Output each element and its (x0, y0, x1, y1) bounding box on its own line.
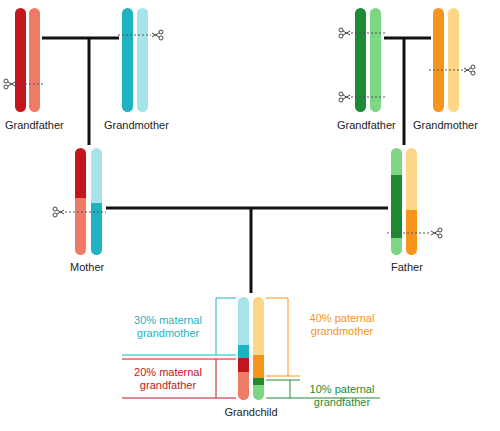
share-label: 40% paternal grandmother (296, 312, 388, 338)
scissors-symbol (339, 28, 350, 38)
chromosome-segment (391, 175, 402, 238)
person-label: Grandfather (337, 119, 412, 132)
share-bracket (122, 359, 236, 398)
scissors-handle (53, 213, 57, 217)
chromosome-segment (238, 297, 249, 345)
cut-lines (17, 33, 463, 233)
chromosome-segment (75, 148, 86, 198)
scissors-blade (8, 82, 15, 86)
chromosome (253, 297, 264, 400)
chromosome-segment (253, 355, 264, 378)
chromosome (137, 8, 148, 112)
scissors-handle (53, 207, 57, 211)
scissors-blade (343, 95, 350, 99)
chromosome (75, 148, 86, 255)
cut-line (65, 212, 106, 213)
descent-line (250, 208, 253, 293)
share-bracket (122, 298, 236, 355)
cut-line (118, 35, 151, 36)
chromosome (433, 8, 444, 112)
share-bracket (266, 298, 300, 376)
scissors-blade (431, 231, 438, 235)
scissors-symbol (152, 30, 163, 40)
scissors-blade (57, 210, 64, 214)
chromosome (122, 8, 133, 112)
scissors-symbol (431, 228, 442, 238)
chromosome (29, 8, 40, 112)
person-label: Grandmother (413, 119, 488, 132)
cut-line (429, 70, 463, 71)
pair-line (384, 37, 431, 40)
scissors-blade (464, 68, 471, 72)
chromosome (406, 148, 417, 255)
chromosome (448, 8, 459, 112)
scissors-blade (57, 210, 64, 214)
scissors-handle (4, 79, 8, 83)
chromosome-segment (91, 148, 102, 203)
pair-line (42, 37, 119, 40)
cut-line (17, 84, 44, 85)
scissors-handle (339, 28, 343, 32)
chromosome-segment (253, 385, 264, 400)
cut-line (351, 97, 385, 98)
chromosome-segment (391, 148, 402, 175)
chromosome (355, 8, 366, 112)
scissors-blade (431, 231, 438, 235)
scissors-blade (343, 95, 350, 99)
scissors-blade (152, 33, 159, 37)
cut-line (387, 233, 430, 234)
scissors-handle (339, 98, 343, 102)
scissors-handle (159, 30, 163, 34)
scissors-handle (159, 36, 163, 40)
chromosome-segment (238, 372, 249, 400)
chromosome-segment (238, 358, 249, 372)
chromosome (391, 148, 402, 255)
scissors-symbol (4, 79, 15, 89)
chromosome (238, 297, 249, 400)
descent-line (403, 38, 406, 145)
scissors-handle (4, 85, 8, 89)
share-label: 30% maternal grandmother (122, 314, 214, 340)
person-label: Grandmother (104, 119, 179, 132)
chromosome-segment (238, 345, 249, 358)
descent-line (88, 38, 91, 145)
chromosome-segment (253, 297, 264, 355)
chromosome (15, 8, 26, 112)
person-label: Father (391, 261, 451, 274)
scissors-blade (8, 82, 15, 86)
person-label: Grandchild (205, 406, 297, 419)
person-label: Grandfather (5, 119, 80, 132)
share-label: 10% paternal grandfather (296, 383, 388, 409)
cut-line (351, 33, 385, 34)
chromosome (91, 148, 102, 255)
share-label: 20% maternal grandfather (122, 366, 214, 392)
scissors-symbol (339, 92, 350, 102)
scissors-blade (464, 68, 471, 72)
chromosome-segment (253, 378, 264, 385)
scissors-symbol (53, 207, 64, 217)
scissors-handle (438, 234, 442, 238)
chromosome-segment (391, 238, 402, 255)
pair-line (106, 207, 388, 210)
scissors-blade (343, 31, 350, 35)
chromosome-segment (91, 203, 102, 255)
scissors-blade (343, 31, 350, 35)
scissors-handle (339, 92, 343, 96)
scissors-handle (438, 228, 442, 232)
chromosome-segment (75, 198, 86, 255)
scissors-handle (471, 65, 475, 69)
chromosome (370, 8, 381, 112)
person-label: Mother (70, 261, 130, 274)
scissors-symbol (464, 65, 475, 75)
scissors-blade (152, 33, 159, 37)
chromosome-segment (406, 148, 417, 210)
scissors-handle (339, 34, 343, 38)
scissors-icons (4, 28, 475, 238)
scissors-handle (471, 71, 475, 75)
